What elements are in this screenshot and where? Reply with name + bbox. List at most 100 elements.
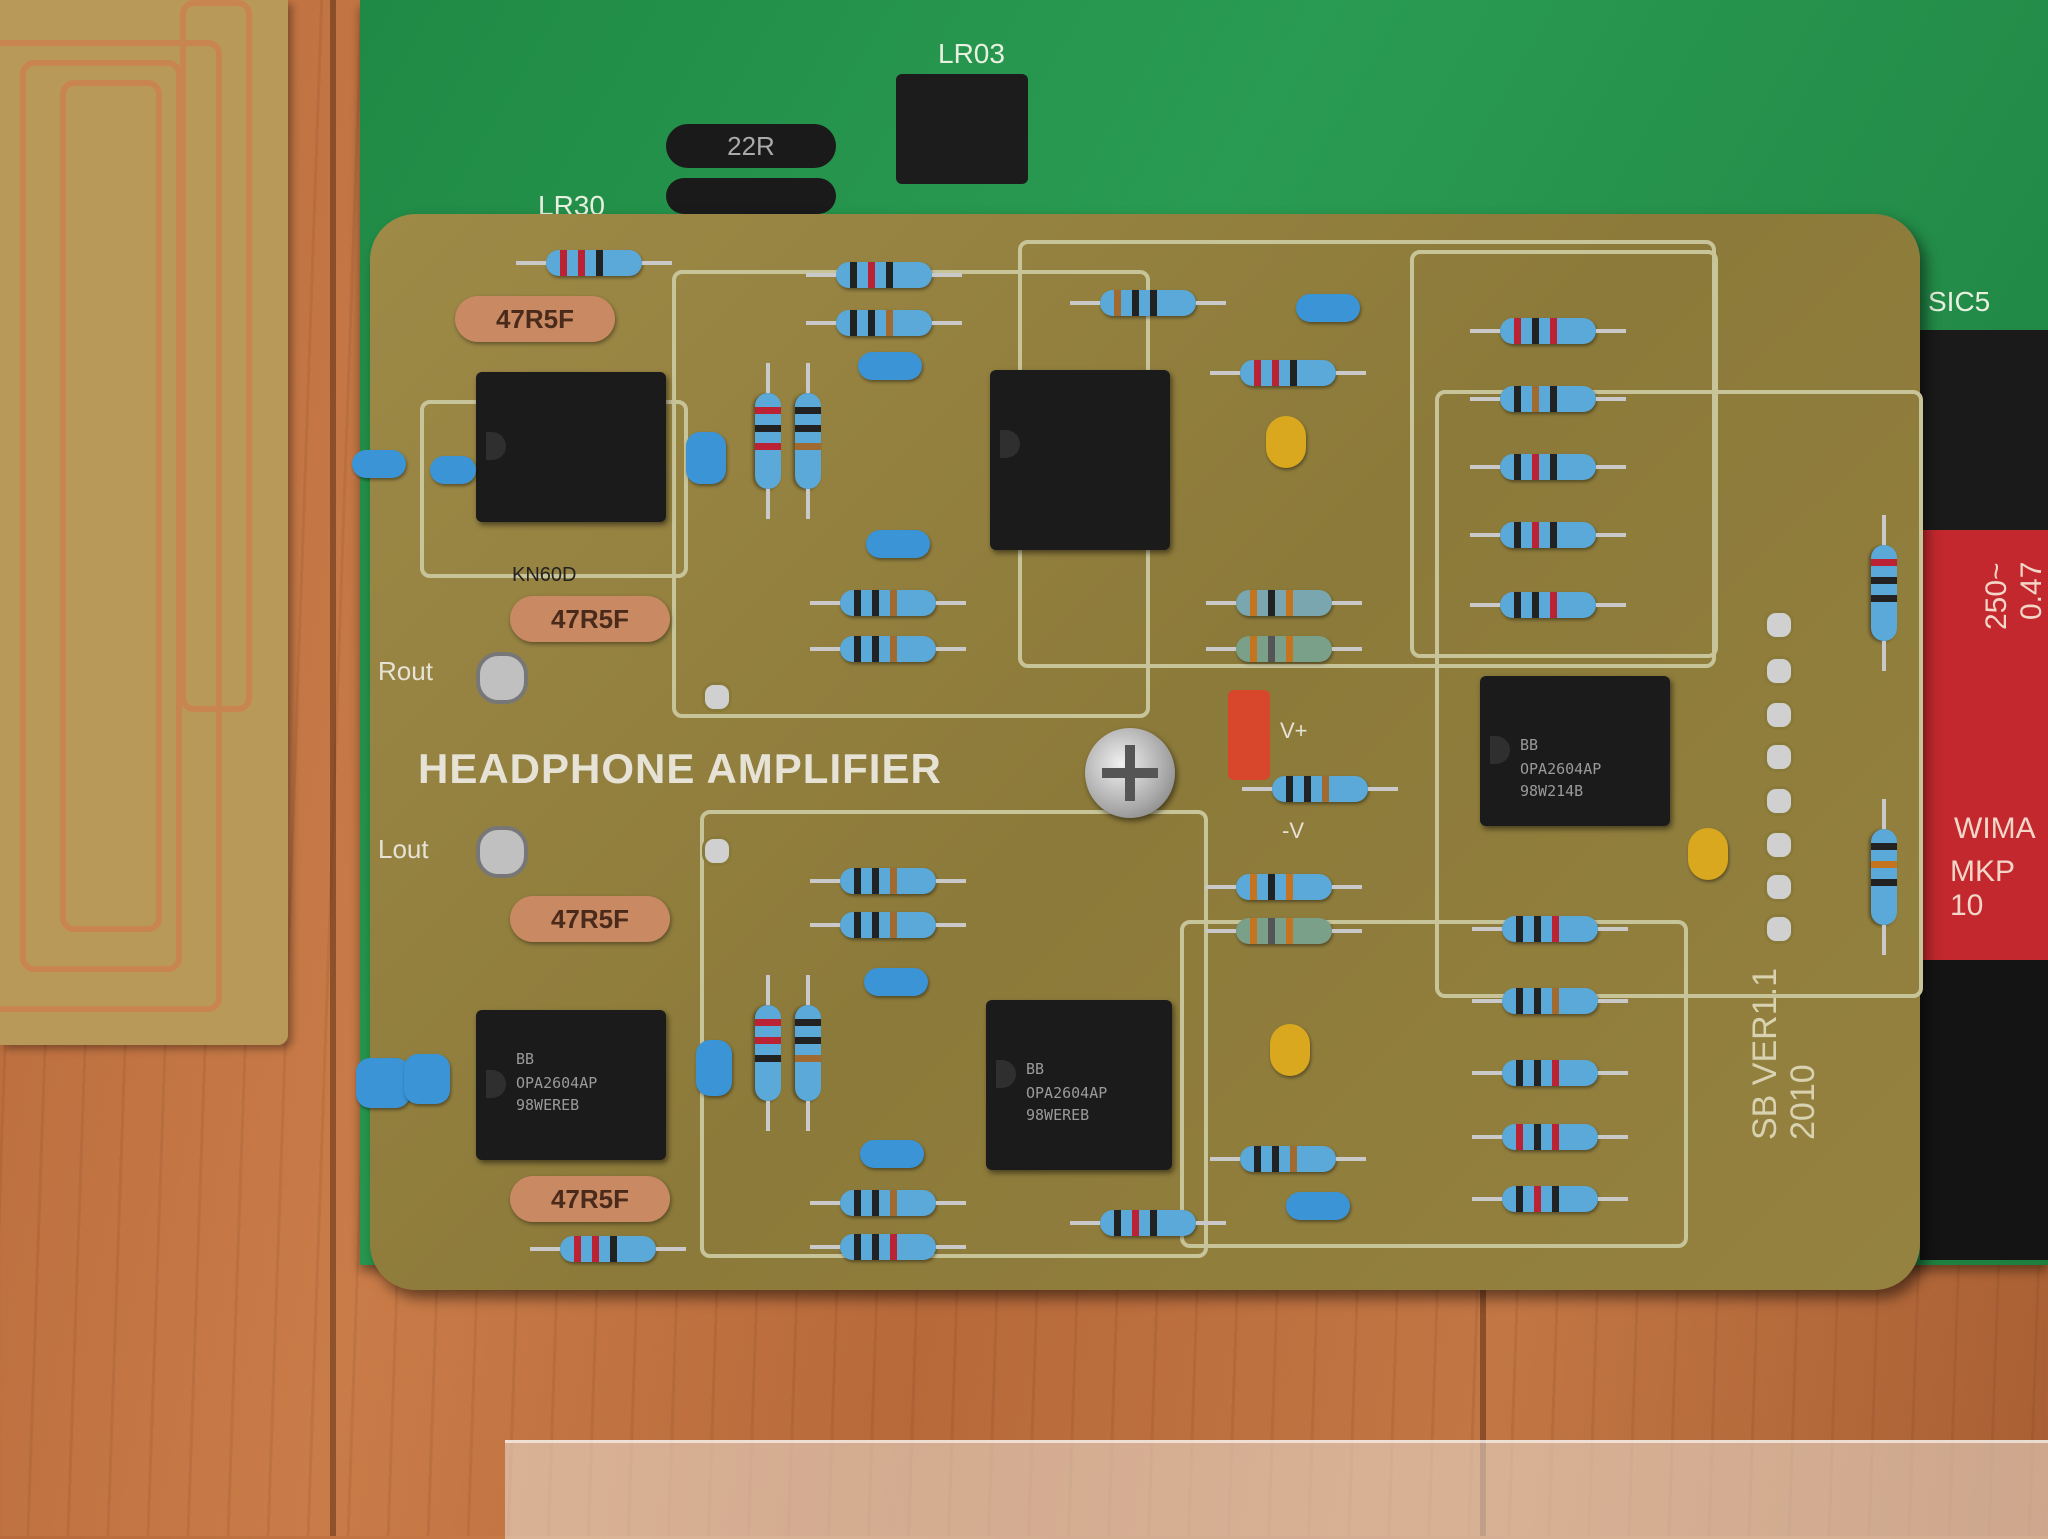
resistor-band: [795, 1019, 821, 1026]
pcb-trace: [1435, 390, 1923, 998]
resistor-band: [1286, 918, 1293, 944]
header-pad: [1764, 700, 1794, 730]
header-pad: [1764, 872, 1794, 902]
ceramic-capacitor: [686, 432, 726, 484]
resistor-band: [1286, 776, 1293, 802]
resistor-band: [1150, 290, 1157, 316]
ceramic-capacitor: [404, 1054, 450, 1104]
resistor-band: [890, 868, 897, 894]
resistor: [810, 868, 966, 894]
resistor-band: [890, 912, 897, 938]
ic-part-number: OPA2604AP: [516, 1074, 598, 1092]
resistor-band: [1552, 1060, 1559, 1086]
resistor-band: [1552, 988, 1559, 1014]
resistor-band: [795, 1055, 821, 1062]
silk-rout: Rout: [378, 656, 433, 686]
resistor-band: [854, 912, 861, 938]
plastic-bag: [505, 1440, 2048, 1539]
resistor-band: [755, 1037, 781, 1044]
ic-logo: BB: [1520, 736, 1539, 754]
resistor-band: [596, 250, 603, 276]
resistor: [1470, 318, 1626, 344]
resistor: [1472, 1124, 1628, 1150]
resistor-band: [1268, 874, 1275, 900]
resistor-band: [854, 868, 861, 894]
resistor-band: [890, 590, 897, 616]
tantalum-capacitor: [1266, 416, 1306, 468]
resistor-band: [1114, 1210, 1121, 1236]
resistor-band: [1534, 988, 1541, 1014]
pcb-trace: [1180, 920, 1688, 1248]
header-pad: [1764, 914, 1794, 944]
resistor-band: [1532, 522, 1539, 548]
power-resistor-label: 47R5F: [550, 1184, 630, 1214]
resistor-band: [1286, 874, 1293, 900]
resistor-band: [1272, 360, 1279, 386]
capacitor-voltage: 250~: [1980, 562, 2013, 630]
resistor-band: [890, 636, 897, 662]
resistor-band: [1550, 386, 1557, 412]
resistor: [806, 262, 962, 288]
board-version: SB VER1.1 2010: [1746, 940, 1822, 1140]
power-led: [1228, 690, 1270, 780]
black-resistor-label: 22R: [727, 131, 775, 161]
resistor-band: [795, 425, 821, 432]
header-pad: [1764, 610, 1794, 640]
ic-date-code: 98W214B: [1520, 782, 1584, 800]
resistor-band: [1514, 318, 1521, 344]
resistor: [516, 250, 672, 276]
resistor-band: [854, 1190, 861, 1216]
ic-notch: [486, 1070, 506, 1098]
resistor-band: [1534, 1124, 1541, 1150]
resistor-band: [1516, 916, 1523, 942]
ceramic-capacitor: [356, 1058, 410, 1108]
resistor-band: [1532, 592, 1539, 618]
opamp-ic: [990, 370, 1170, 550]
resistor-band: [1514, 522, 1521, 548]
resistor-band: [578, 250, 585, 276]
copper-trace: [20, 60, 182, 972]
resistor-band: [1550, 318, 1557, 344]
resistor-band: [592, 1236, 599, 1262]
resistor-band: [868, 262, 875, 288]
resistor: [810, 912, 966, 938]
resistor-band: [1516, 1124, 1523, 1150]
resistor-band: [850, 310, 857, 336]
ceramic-capacitor: [860, 1140, 924, 1168]
version-line1: SB VER1.1: [1746, 968, 1784, 1140]
ceramic-capacitor: [352, 450, 406, 478]
resistor-band: [755, 1019, 781, 1026]
resistor-band: [1250, 636, 1257, 662]
film-capacitor: 0.47 250~ WIMA MKP 10: [1920, 530, 2048, 960]
voltage-regulator: [896, 74, 1028, 184]
resistor-band: [872, 1190, 879, 1216]
resistor-band: [1550, 522, 1557, 548]
resistor: [1242, 776, 1398, 802]
ic-logo: BB: [1026, 1060, 1045, 1078]
resistor-band: [1534, 1060, 1541, 1086]
pcb-trace: [700, 810, 1208, 1258]
resistor: [1470, 592, 1626, 618]
resistor-band: [1268, 918, 1275, 944]
ic-notch: [486, 432, 506, 460]
resistor: [1206, 590, 1362, 616]
resistor-band: [1514, 386, 1521, 412]
resistor-band: [755, 1055, 781, 1062]
power-resistor: 47R5F: [510, 1176, 670, 1222]
resistor-band: [1532, 386, 1539, 412]
resistor: [1472, 1186, 1628, 1212]
resistor-band: [1132, 1210, 1139, 1236]
pcb-trace: [1410, 250, 1718, 658]
resistor-band: [795, 1037, 821, 1044]
silk-sic5: SIC5: [1928, 286, 1991, 317]
power-resistor-label: 47R5F: [550, 904, 630, 934]
resistor-band: [755, 425, 781, 432]
resistor-band: [1268, 590, 1275, 616]
resistor: [806, 310, 962, 336]
lout-terminal: [476, 826, 528, 878]
header-pad: [1764, 786, 1794, 816]
ic-date-code: 98WEREB: [516, 1096, 580, 1114]
mounting-pad: [702, 682, 732, 712]
copper-trace: [0, 40, 222, 1012]
ic-part-number: OPA2604AP: [1520, 760, 1602, 778]
